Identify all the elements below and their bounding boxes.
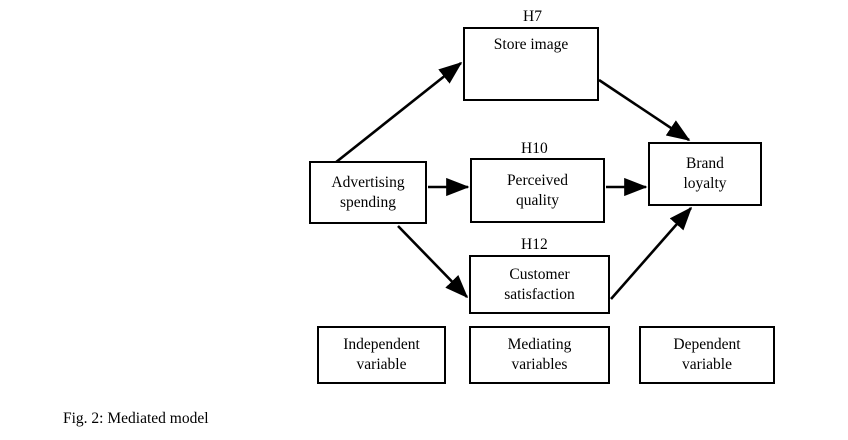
edge-advertising-to-customer-satisfaction bbox=[397, 225, 469, 299]
figure-caption: Fig. 2: Mediated model bbox=[63, 410, 209, 427]
node-brand-loyalty-line2: loyalty bbox=[683, 175, 727, 192]
legend-dependent-variable: Dependent variable bbox=[639, 326, 775, 384]
node-customer-satisfaction-label: Customer satisfaction bbox=[500, 265, 579, 305]
node-brand-loyalty[interactable]: Brand loyalty bbox=[648, 142, 762, 206]
node-customer-satisfaction[interactable]: Customer satisfaction bbox=[469, 255, 610, 314]
edge-customer-satisfaction-to-brand-loyalty bbox=[610, 206, 693, 300]
node-store-image[interactable]: Store image bbox=[463, 27, 599, 101]
node-perceived-quality-line1: Perceived bbox=[506, 171, 569, 189]
legend-independent-variable-line2: variable bbox=[356, 356, 407, 373]
legend-independent-variable: Independent variable bbox=[317, 326, 446, 384]
node-perceived-quality-line2: quality bbox=[515, 191, 560, 209]
edge-store-image-to-brand-loyalty bbox=[598, 78, 691, 142]
legend-independent-variable-label: Independent variable bbox=[343, 335, 420, 375]
node-customer-satisfaction-line2: satisfaction bbox=[504, 285, 575, 303]
legend-mediating-variables: Mediating variables bbox=[469, 326, 610, 384]
hypothesis-label-h10: H10 bbox=[521, 140, 548, 157]
hypothesis-label-h12: H12 bbox=[521, 236, 548, 253]
legend-dependent-variable-line1: Dependent bbox=[673, 336, 741, 354]
node-advertising-spending-line2: spending bbox=[340, 193, 396, 211]
node-advertising-spending-label: Advertising spending bbox=[327, 173, 408, 213]
node-brand-loyalty-label: Brand loyalty bbox=[679, 154, 730, 194]
legend-independent-variable-line1: Independent bbox=[343, 336, 420, 354]
node-store-image-label: Store image bbox=[493, 36, 569, 53]
hypothesis-label-h7: H7 bbox=[523, 8, 542, 25]
legend-dependent-variable-line2: variable bbox=[682, 356, 732, 373]
node-advertising-spending-line1: Advertising bbox=[331, 173, 405, 191]
node-brand-loyalty-line1: Brand bbox=[686, 155, 724, 173]
node-perceived-quality-label: Perceived quality bbox=[503, 171, 572, 211]
node-customer-satisfaction-line1: Customer bbox=[509, 265, 570, 283]
legend-mediating-variables-line1: Mediating bbox=[507, 336, 572, 354]
node-perceived-quality[interactable]: Perceived quality bbox=[470, 158, 605, 223]
legend-mediating-variables-label: Mediating variables bbox=[508, 335, 572, 375]
node-advertising-spending[interactable]: Advertising spending bbox=[309, 161, 427, 224]
legend-mediating-variables-line2: variables bbox=[511, 356, 568, 373]
legend-dependent-variable-label: Dependent variable bbox=[673, 335, 740, 375]
